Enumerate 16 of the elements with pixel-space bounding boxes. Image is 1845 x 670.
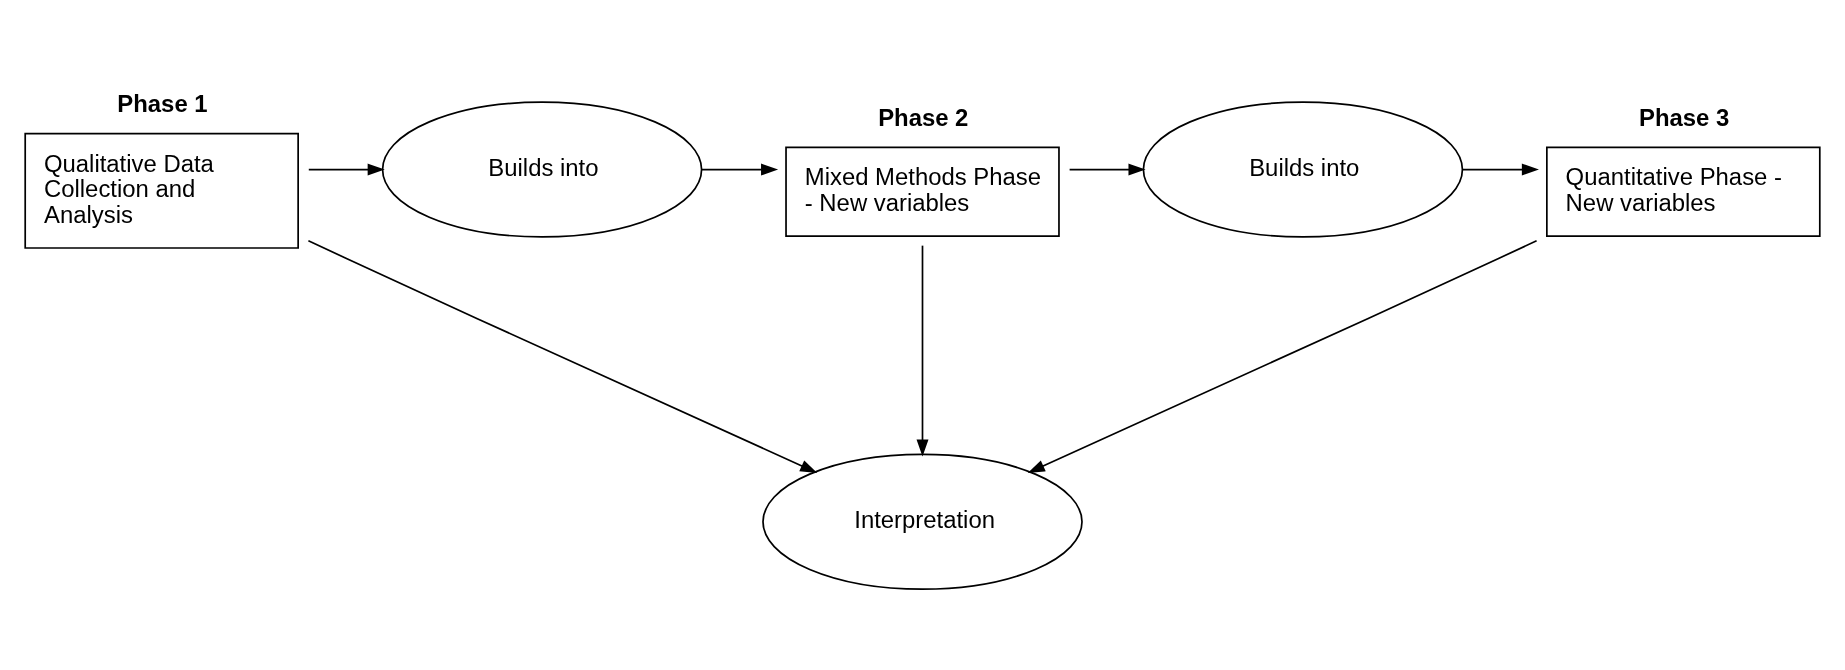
arrow — [1068, 163, 1146, 176]
node-ellipse: Interpretation — [762, 453, 1083, 591]
arrow — [307, 163, 385, 176]
node-label: Phase 3 — [1638, 103, 1730, 131]
node-label: Phase 1 — [117, 89, 208, 117]
arrow — [1461, 163, 1539, 176]
arrow — [700, 163, 779, 176]
node-ellipse: Builds into — [381, 101, 703, 238]
node-box: Quantitative Phase - New variables — [1546, 146, 1821, 237]
node-ellipse: Builds into — [1142, 101, 1464, 238]
node-box: Qualitative Data Collection and Analysis — [24, 132, 299, 249]
arrow — [1027, 239, 1538, 473]
node-label: Phase 2 — [878, 103, 969, 131]
arrow — [916, 244, 929, 457]
node-box: Mixed Methods Phase - New variables — [785, 146, 1060, 237]
arrow — [307, 239, 818, 473]
